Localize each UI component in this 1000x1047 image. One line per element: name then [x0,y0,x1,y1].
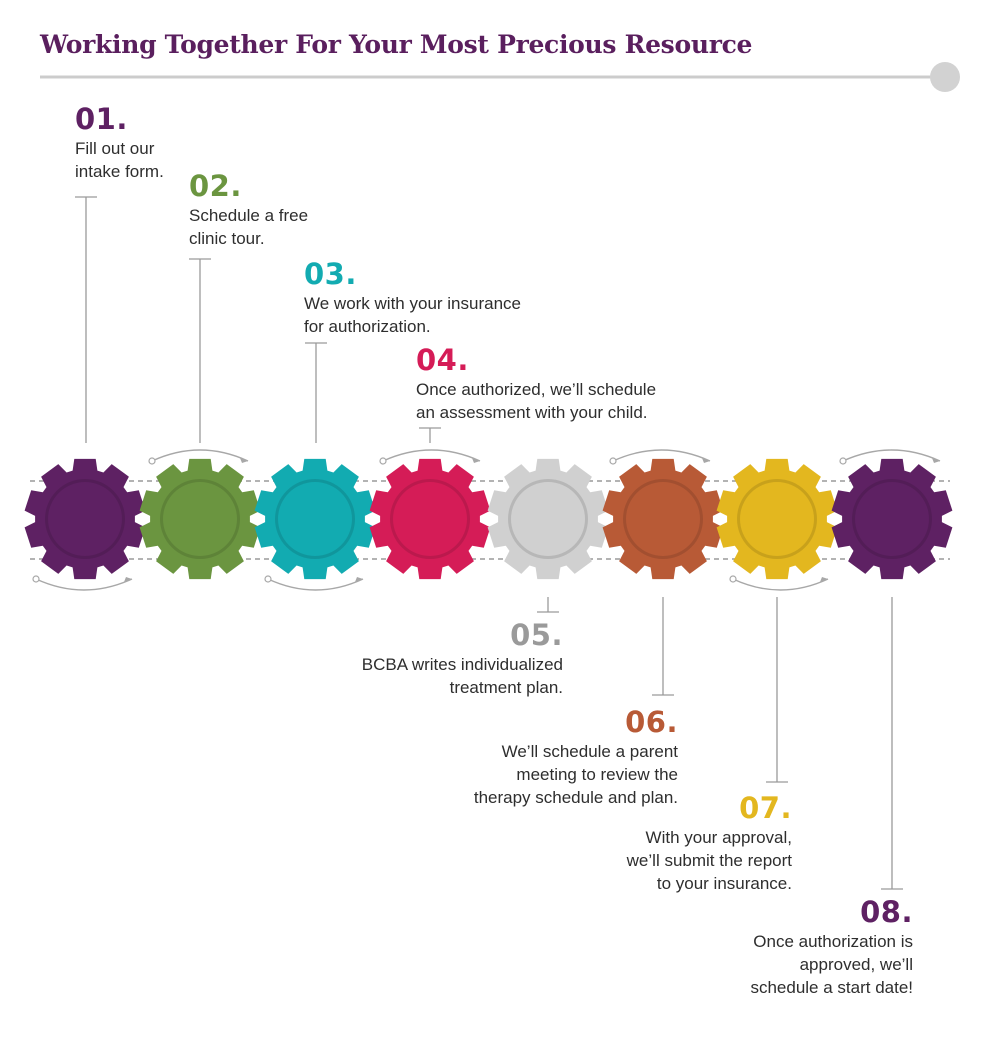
title-rule-dot [930,62,960,92]
step-description-line: therapy schedule and plan. [473,788,678,807]
arrow-bottom-1 [32,575,133,591]
gear-05 [487,458,609,580]
step-number: 04. [416,343,469,377]
connector-04 [419,427,441,443]
step-number: 08. [860,895,913,929]
arrow-top-4 [839,449,941,465]
step-connectors [75,196,903,890]
step-description-line: With your approval, [645,828,792,847]
connector-02 [189,258,211,443]
arrow-top-3 [609,449,711,465]
step-description-line: we’ll submit the report [626,851,792,870]
step-description-line: schedule a start date! [750,978,913,997]
step-description: Once authorized, we’ll schedule an assess… [416,378,746,424]
gear-04 [369,458,491,580]
gear-08 [831,458,953,580]
page-title: Working Together For Your Most Precious … [40,30,753,59]
step-number: 02. [189,169,242,203]
step-description: Fill out our intake form. [75,137,405,183]
title-underline [40,62,960,92]
step-description-line: intake form. [75,162,164,181]
connector-05 [537,597,559,613]
connector-03 [305,342,327,443]
step-description-line: We work with your insurance [304,294,521,313]
step-description-line: clinic tour. [189,229,265,248]
arrow-bottom-3 [729,575,829,591]
step-05: 05. BCBA writes individualized treatment p… [233,617,563,699]
step-description: We work with your insurance for authoriza… [304,292,634,338]
gear-07 [716,458,838,580]
connector-07 [766,597,788,783]
gear-01 [24,458,146,580]
step-description: Once authorization is approved, we’ll sche… [583,930,913,999]
step-description-line: Fill out our [75,139,155,158]
arrow-top-1 [148,449,249,465]
gear-06 [602,458,724,580]
step-description: We’ll schedule a parent meeting to review… [348,740,678,809]
gear-02 [139,458,261,580]
arrow-top-2 [379,449,481,465]
step-07: 07. With your approval, we’ll submit the r… [462,790,792,895]
step-description-line: BCBA writes individualized [361,655,563,674]
step-description-line: approved, we’ll [799,955,913,974]
step-description-line: treatment plan. [449,678,563,697]
step-description-line: meeting to review the [516,765,678,784]
connector-08 [881,597,903,890]
gear-row [24,458,953,580]
step-description: Schedule a free clinic tour. [189,204,519,250]
step-03: 03. We work with your insurance for author… [304,256,634,338]
step-02: 02. Schedule a free clinic tour. [189,168,519,250]
step-number: 05. [510,618,563,652]
connector-01 [75,196,97,443]
step-description: BCBA writes individualized treatment plan… [233,653,563,699]
step-06: 06. We’ll schedule a parent meeting to rev… [348,704,678,809]
step-description-line: We’ll schedule a parent [501,742,678,761]
step-number: 03. [304,257,357,291]
connector-06 [652,597,674,696]
step-number: 01. [75,102,128,136]
step-04: 04. Once authorized, we’ll schedule an ass… [416,342,746,424]
step-description: With your approval, we’ll submit the repo… [462,826,792,895]
rotation-arrows [32,449,941,591]
step-description-line: for authorization. [304,317,431,336]
step-01: 01. Fill out our intake form. [75,101,405,183]
step-description-line: to your insurance. [656,874,792,893]
step-description-line: Once authorized, we’ll schedule [416,380,657,399]
step-description-line: Once authorization is [753,932,913,951]
step-08: 08. Once authorization is approved, we’ll s… [583,894,913,999]
step-number: 07. [739,791,792,825]
arrow-bottom-2 [264,575,364,591]
step-description-line: Schedule a free [189,206,309,225]
step-description-line: an assessment with your child. [416,403,648,422]
step-number: 06. [625,705,678,739]
gear-03 [254,458,376,580]
